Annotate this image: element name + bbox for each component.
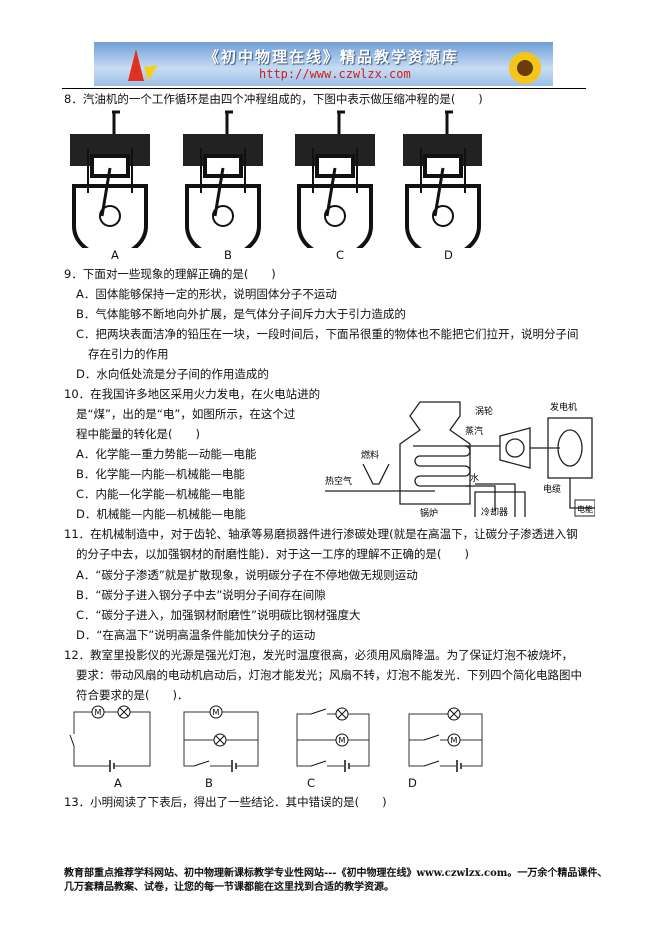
lamp-cross bbox=[215, 735, 225, 745]
q9-option-b: B．气体能够不断地向外扩展，是气体分子间斥力大于引力造成的 bbox=[76, 307, 406, 321]
diagram-boiler-label: 锅炉 bbox=[420, 507, 438, 518]
power-plant-diagram: 涡轮 发电机 蒸汽 燃料 水 热空气 电缆 锅炉 冷却器 电能 bbox=[325, 401, 595, 518]
battery-icon bbox=[456, 760, 462, 772]
q10-option-c: C．内能—化学能—机械能—电能 bbox=[76, 487, 246, 501]
battery-icon bbox=[344, 760, 350, 772]
q11-option-a: A．“碳分子渗透”就是扩散现象，说明碳分子在不停地做无规则运动 bbox=[76, 568, 418, 582]
engine-diagrams bbox=[70, 110, 482, 248]
engine-figure bbox=[295, 110, 375, 248]
q9-option-d: D．水向低处流是分子间的作用造成的 bbox=[76, 367, 269, 381]
switch-gap bbox=[311, 765, 327, 767]
header-rule bbox=[62, 88, 586, 89]
motor-icon bbox=[335, 733, 349, 747]
switch-icon bbox=[423, 734, 440, 741]
footer-line-2: 几万套精品教案、试卷，让您的每一节课都能在这里找到合适的教学资源。 bbox=[64, 882, 394, 893]
switch-gap bbox=[424, 739, 440, 741]
q9-option-c: C．把两块表面洁净的铅压在一块，一段时间后，下面吊很重的物体也不能把它们拉开，说… bbox=[76, 327, 579, 341]
switch-icon bbox=[193, 760, 210, 767]
switch-gap bbox=[311, 713, 327, 715]
banner-title: 《初中物理在线》精品教学资源库 bbox=[204, 48, 460, 66]
q10-stem-2: 是“煤”，出的是“电”，如图所示，在这个过 bbox=[76, 407, 296, 421]
motor-symbol: M bbox=[339, 736, 346, 745]
diagram-water-label: 水 bbox=[470, 472, 479, 484]
circuit-diagrams: M M M M bbox=[69, 705, 483, 772]
battery-icon bbox=[231, 760, 237, 772]
q12-label-c: C bbox=[307, 776, 316, 790]
battery-icon bbox=[109, 760, 115, 772]
q12-stem-3: 符合要求的是( )． bbox=[76, 688, 189, 702]
battery-gap bbox=[231, 761, 237, 771]
q11-option-c: C．“碳分子进入，加强钢材耐磨性”说明碳比钢材强度大 bbox=[76, 608, 361, 622]
diagram-generator-label: 发电机 bbox=[550, 401, 577, 413]
sunflower-icon bbox=[509, 52, 541, 84]
diagram-hot-air-label: 热空气 bbox=[325, 475, 352, 487]
switch-icon bbox=[310, 708, 327, 715]
q12-stem-2: 要求：带动风扇的电动机启动后，灯泡才能发光；风扇不转，灯泡不能发光．下列四个简化… bbox=[76, 668, 582, 682]
q10-option-d: D．机械能—内能—机械能—电能 bbox=[76, 507, 246, 521]
q10-option-b: B．化学能—内能—机械能—电能 bbox=[76, 467, 245, 481]
q8-label-a: A bbox=[111, 248, 119, 262]
diagram-fuel-label: 燃料 bbox=[361, 449, 379, 461]
site-logo-icon bbox=[128, 49, 158, 81]
lamp-cross bbox=[119, 707, 129, 717]
battery-gap bbox=[344, 761, 350, 771]
q10-stem-1: 10．在我国许多地区采用火力发电，在火电站进的 bbox=[64, 387, 321, 401]
q11-stem-1: 11．在机械制造中，对于齿轮、轴承等易磨损器件进行渗碳处理(就是在高温下，让碳分… bbox=[64, 527, 578, 541]
switch-icon bbox=[423, 760, 440, 767]
switch-gap bbox=[73, 734, 75, 746]
motor-icon bbox=[209, 705, 223, 719]
battery-gap bbox=[456, 761, 462, 771]
q8-label-c: C bbox=[336, 248, 345, 262]
q11-option-d: D．“在高温下”说明高温条件能加快分子的运动 bbox=[76, 628, 316, 642]
q12-label-d: D bbox=[408, 776, 417, 790]
diagram-condenser-label: 冷却器 bbox=[481, 506, 508, 518]
engine-figure bbox=[70, 110, 150, 248]
q12-label-b: B bbox=[205, 776, 213, 790]
q8-label-d: D bbox=[444, 248, 453, 262]
motor-symbol: M bbox=[213, 708, 220, 717]
grid-box bbox=[574, 499, 595, 517]
site-banner: 《初中物理在线》精品教学资源库 http://www.czwlzx.com bbox=[94, 42, 553, 86]
lamp-cross bbox=[449, 709, 459, 719]
engine-figure bbox=[183, 110, 263, 248]
q8-stem: 8．汽油机的一个工作循环是由四个冲程组成的，下图中表示做压缩冲程的是( ) bbox=[64, 92, 483, 106]
switch-icon bbox=[69, 734, 75, 747]
q8-label-b: B bbox=[224, 248, 232, 262]
footer-line-1: 教育部重点推荐学科网站、初中物理新课标教学专业性网站---《初中物理在线》www… bbox=[64, 868, 608, 879]
q10-option-a: A．化学能—重力势能—动能—电能 bbox=[76, 447, 257, 461]
q11-option-b: B．“碳分子进入钢分子中去”说明分子间存在间隙 bbox=[76, 588, 326, 602]
engine-figure bbox=[403, 110, 482, 248]
switch-gap bbox=[194, 765, 210, 767]
diagram-cable-label: 电缆 bbox=[543, 483, 561, 495]
q12-label-a: A bbox=[114, 776, 122, 790]
lamp-cross bbox=[337, 709, 347, 719]
q12-stem-1: 12．教室里投影仪的光源是强光灯泡，发光时温度很高，必须用风扇降温。为了保证灯泡… bbox=[64, 648, 574, 662]
q9-option-c-cont: 存在引力的作用 bbox=[88, 347, 169, 361]
q11-stem-2: 的分子中去，以加强钢材的耐磨性能)．对于这一工序的理解不正确的是( ) bbox=[76, 547, 469, 561]
q9-option-a: A．固体能够保持一定的形状，说明固体分子不运动 bbox=[76, 287, 337, 301]
diagram-steam-label: 蒸汽 bbox=[465, 425, 483, 437]
diagram-grid-label: 电能 bbox=[577, 504, 593, 514]
motor-symbol: M bbox=[95, 708, 102, 717]
battery-gap bbox=[109, 761, 115, 771]
switch-gap bbox=[424, 765, 440, 767]
circuit-wire bbox=[73, 711, 151, 767]
q10-stem-3: 程中能量的转化是( ) bbox=[76, 427, 200, 441]
motor-icon bbox=[447, 733, 461, 747]
q13-stem: 13．小明阅读了下表后，得出了一些结论．其中错误的是( ) bbox=[64, 795, 387, 809]
q9-stem: 9．下面对一些现象的理解正确的是( ) bbox=[64, 267, 276, 281]
banner-url: http://www.czwlzx.com bbox=[259, 67, 411, 81]
motor-icon bbox=[91, 705, 105, 719]
diagram-turbine-label: 涡轮 bbox=[475, 405, 493, 417]
motor-symbol: M bbox=[451, 736, 458, 745]
switch-icon bbox=[310, 760, 327, 767]
